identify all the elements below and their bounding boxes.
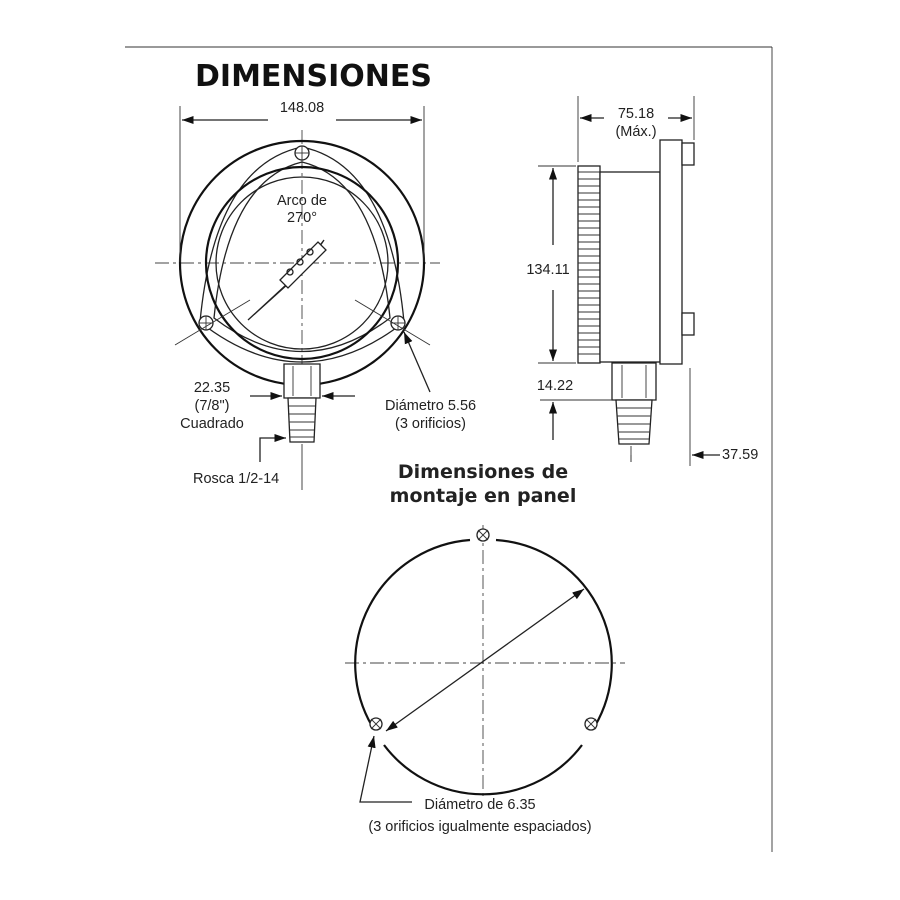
gauge-front-view: 148.08 Arco de 270° 22.35 (7/8") Cuadrad… [155,100,476,490]
panel-heading-line2: montaje en panel [390,485,577,507]
gauge-thread [287,397,317,443]
thread-label: Rosca 1/2-14 [193,471,279,487]
arc-guide-left [174,299,251,346]
arc-label-line2: 270° [287,210,317,226]
front-hole-top [294,145,310,161]
panel-cutout-view: Diámetro de 6.35 (3 orificios igualmente… [345,525,625,835]
panel-diameter-arrow [385,588,585,732]
panel-hole-note-label: (3 orificios igualmente espaciados) [368,819,591,835]
side-socket [611,362,657,401]
side-knurled-bezel [577,165,601,364]
front-hole-left [198,315,214,331]
front-hole-right [390,315,406,331]
side-knurl-lines [578,171,600,355]
height-label: 134.11 [526,262,569,278]
gauge-dial-ring [215,176,389,350]
panel-cutout-arc-bottom [383,744,583,796]
side-tab-top [681,142,695,166]
arc-guide-right [354,299,431,346]
square-label: Cuadrado [180,416,244,432]
offset-label: 37.59 [722,447,758,463]
panel-hole-left [369,717,383,731]
depth-max-label: (Máx.) [615,124,656,140]
page-title: DIMENSIONES [195,59,432,94]
panel-hole-right [584,717,598,731]
gauge-flange-inner [213,161,391,353]
thread-leader [259,433,286,462]
gauge-bezel [204,165,400,361]
arc-label-line1: Arco de [277,193,327,209]
panel-hole-leader [359,735,412,803]
depth-label: 75.18 [618,106,654,122]
side-case [599,171,661,363]
hole-diameter-leader [403,331,431,393]
gauge-flange [199,146,405,363]
side-flange-plate [659,139,683,365]
panel-heading-line1: Dimensiones de [398,461,568,483]
panel-hole-top [476,528,490,542]
panel-hole-diameter-label: Diámetro de 6.35 [424,797,535,813]
square-inch: (7/8") [195,398,230,414]
side-thread [615,399,653,445]
square-value: 22.35 [194,380,230,396]
gauge-socket-hex [283,363,321,399]
side-tab-bottom [681,312,695,336]
hole-diameter-label: Diámetro 5.56 [385,398,476,414]
panel-cutout-arc-right [495,538,613,727]
gauge-pointer-hub [279,241,327,289]
width-label: 148.08 [280,100,324,116]
stem-label: 14.22 [537,378,573,394]
hole-count-label: (3 orificios) [395,416,466,432]
panel-cutout-arc-left [354,538,471,727]
gauge-side-view: 75.18 (Máx.) 134.11 14.22 37.59 [526,96,758,466]
